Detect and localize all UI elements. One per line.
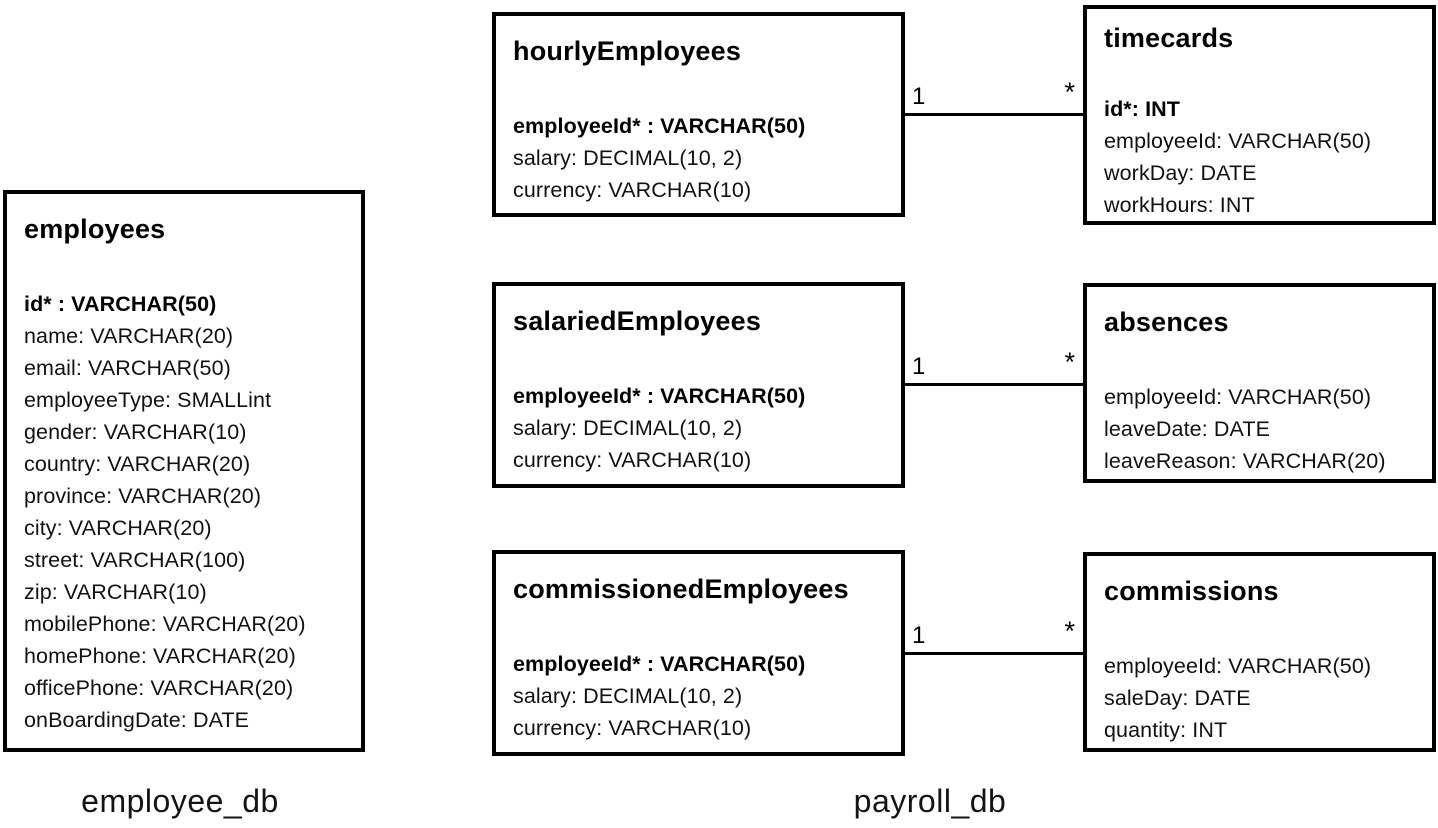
multiplicity-one: 1: [912, 622, 926, 649]
table-field: salary: DECIMAL(10, 2): [513, 416, 743, 440]
database-label-payroll-db: payroll_db: [853, 783, 1007, 819]
table-field: gender: VARCHAR(10): [24, 420, 247, 444]
table-field: street: VARCHAR(100): [24, 548, 246, 572]
relationship-salariedEmployees-absences: 1 *: [905, 346, 1083, 386]
table-field: leaveDate: DATE: [1104, 417, 1271, 441]
table-field: officePhone: VARCHAR(20): [24, 676, 294, 700]
table-title: employees: [24, 214, 166, 244]
table-commissionedEmployees: commissionedEmployees employeeId* : VARC…: [492, 550, 905, 756]
table-field: workHours: INT: [1104, 193, 1255, 217]
table-field: onBoardingDate: DATE: [24, 708, 250, 732]
table-field: quantity: INT: [1104, 718, 1228, 742]
table-timecards: timecards id*: INT employeeId: VARCHAR(50…: [1083, 5, 1436, 225]
table-field: currency: VARCHAR(10): [513, 716, 752, 740]
table-field-list: employeeId* : VARCHAR(50) salary: DECIMAL…: [513, 380, 884, 476]
table-field: employeeType: SMALLint: [24, 388, 272, 412]
table-field: id* : VARCHAR(50): [24, 292, 217, 316]
table-field: employeeId: VARCHAR(50): [1104, 654, 1372, 678]
table-field: currency: VARCHAR(10): [513, 448, 752, 472]
table-field-list: employeeId: VARCHAR(50) leaveDate: DATE le…: [1104, 381, 1415, 477]
multiplicity-many: *: [1064, 77, 1075, 107]
multiplicity-one: 1: [912, 83, 926, 110]
relationship-commissionedEmployees-commissions: 1 *: [905, 615, 1083, 655]
table-field: saleDay: DATE: [1104, 686, 1251, 710]
table-field: workDay: DATE: [1104, 161, 1257, 185]
table-field: employeeId* : VARCHAR(50): [513, 384, 806, 408]
table-salariedEmployees: salariedEmployees employeeId* : VARCHAR(…: [492, 282, 905, 488]
table-title: absences: [1104, 307, 1229, 337]
table-field: employeeId: VARCHAR(50): [1104, 385, 1372, 409]
relationship-line: [905, 113, 1083, 116]
table-field: city: VARCHAR(20): [24, 516, 212, 540]
multiplicity-one: 1: [912, 353, 926, 380]
table-field: mobilePhone: VARCHAR(20): [24, 612, 306, 636]
table-field: province: VARCHAR(20): [24, 484, 262, 508]
relationship-line: [905, 383, 1083, 386]
table-field: currency: VARCHAR(10): [513, 178, 752, 202]
table-field: employeeId: VARCHAR(50): [1104, 129, 1372, 153]
table-field: employeeId* : VARCHAR(50): [513, 114, 806, 138]
table-field: salary: DECIMAL(10, 2): [513, 146, 743, 170]
table-title: hourlyEmployees: [513, 36, 742, 66]
table-title: salariedEmployees: [513, 306, 762, 336]
table-field: email: VARCHAR(50): [24, 356, 231, 380]
table-title: timecards: [1104, 23, 1234, 53]
table-field-list: id* : VARCHAR(50) name: VARCHAR(20) email:…: [24, 288, 344, 736]
table-absences: absences employeeId: VARCHAR(50) leaveDat…: [1083, 283, 1436, 483]
table-field: employeeId* : VARCHAR(50): [513, 652, 806, 676]
table-field: country: VARCHAR(20): [24, 452, 251, 476]
multiplicity-many: *: [1064, 347, 1075, 377]
table-field-list: employeeId* : VARCHAR(50) salary: DECIMAL…: [513, 648, 884, 744]
table-field: salary: DECIMAL(10, 2): [513, 684, 743, 708]
table-employees: employees id* : VARCHAR(50) name: VARCHAR…: [3, 190, 365, 752]
database-label-employee-db: employee_db: [81, 783, 279, 819]
table-hourlyEmployees: hourlyEmployees employeeId* : VARCHAR(50…: [492, 12, 905, 217]
multiplicity-many: *: [1064, 616, 1075, 646]
table-field-list: employeeId* : VARCHAR(50) salary: DECIMAL…: [513, 110, 884, 206]
relationship-line: [905, 652, 1083, 655]
table-field: leaveReason: VARCHAR(20): [1104, 449, 1386, 473]
table-field: zip: VARCHAR(10): [24, 580, 207, 604]
table-commissions: commissions employeeId: VARCHAR(50) saleD…: [1083, 552, 1436, 752]
table-field: name: VARCHAR(20): [24, 324, 234, 348]
table-title: commissions: [1104, 576, 1279, 606]
relationship-hourlyEmployees-timecards: 1 *: [905, 76, 1083, 116]
table-field-list: id*: INT employeeId: VARCHAR(50) workDay: …: [1104, 93, 1415, 221]
table-field: homePhone: VARCHAR(20): [24, 644, 296, 668]
table-title: commissionedEmployees: [513, 574, 849, 604]
table-field: id*: INT: [1104, 97, 1181, 121]
table-field-list: employeeId: VARCHAR(50) saleDay: DATE quan…: [1104, 650, 1415, 746]
